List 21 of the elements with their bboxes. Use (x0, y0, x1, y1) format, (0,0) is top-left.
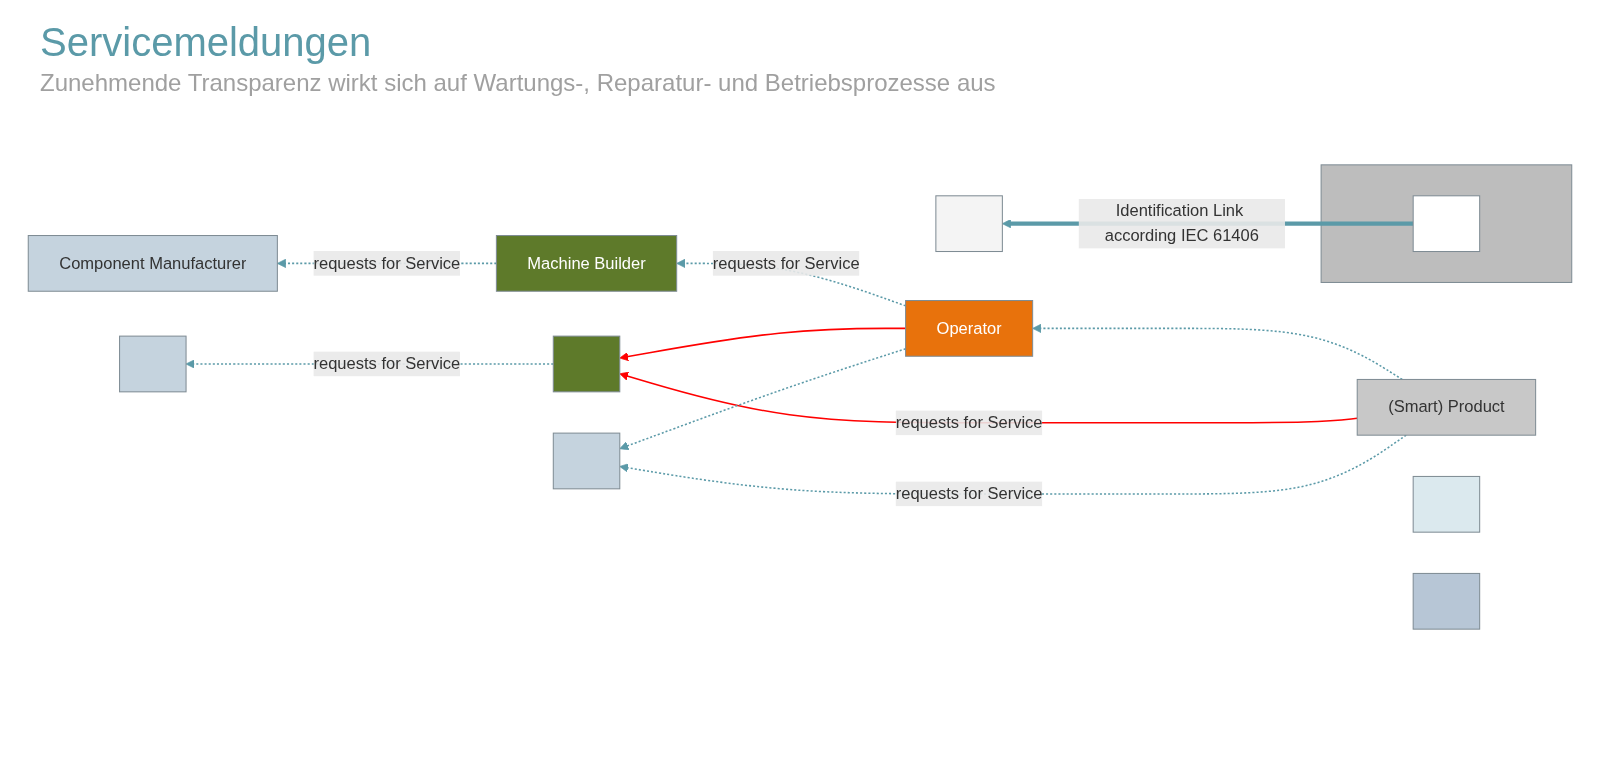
node-box (1412, 475, 1481, 533)
edge-label: requests for Service (313, 254, 461, 272)
node-box: (Smart) Product (1356, 378, 1537, 436)
node-box (552, 432, 621, 490)
edge-label: requests for Service (313, 354, 461, 373)
node-box: Machine Builder (495, 235, 678, 292)
cluster (1320, 164, 1573, 283)
node-box (1412, 572, 1481, 630)
node-box (552, 335, 621, 393)
edge-label: requests for Service (895, 413, 1043, 432)
edge-label: requests for Service (895, 484, 1043, 503)
node-box (119, 335, 187, 393)
node-box (1412, 195, 1481, 253)
node-box: Operator (905, 300, 1034, 357)
title: Servicemeldungen (40, 20, 373, 65)
edge-label: requests for Service (712, 254, 860, 272)
arrow (1032, 323, 1403, 381)
node-box: Component Manufacturer (27, 235, 278, 292)
node-box (935, 195, 1003, 253)
edge-label: Identification Link according IEC 61406 (1104, 201, 1259, 245)
subtitle: Zunehmende Transparenz wirkt sich auf Wartungs-, Reparatur- und Betriebsprozesse aus (40, 69, 997, 97)
